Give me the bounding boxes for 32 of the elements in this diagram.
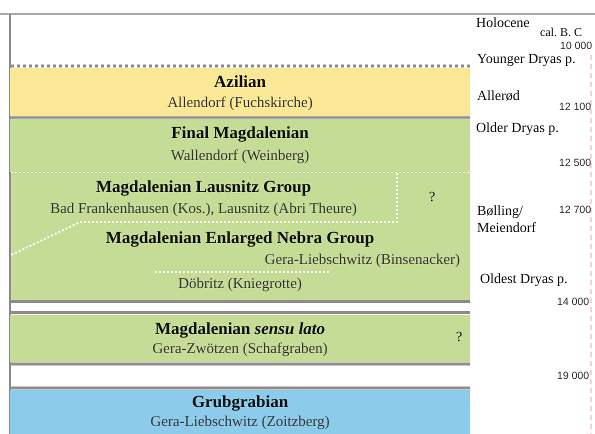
question-mark: ? (429, 190, 436, 206)
site-name: Gera-Liebschwitz (Binsenacker) (264, 252, 460, 269)
period-label: Allerød (477, 89, 520, 105)
date-label: 12 700 (559, 204, 592, 216)
site-name: Gera-Liebschwitz (Zoitzberg) (150, 414, 330, 431)
culture-heading: Grubgrabian (192, 392, 288, 412)
site-name: Döbritz (Kniegrotte) (178, 276, 302, 293)
culture-heading: Magdalenian Lausnitz Group (96, 177, 312, 197)
culture-heading: Magdalenian sensu lato (154, 319, 326, 339)
period-band (10, 119, 470, 172)
period-label: Holocene (476, 16, 530, 32)
site-name: Gera-Zwötzen (Schafgraben) (152, 341, 328, 358)
site-name: Bad Frankenhausen (Kos.), Lausnitz (Abri Theure) (50, 201, 357, 218)
period-label: Younger Dryas p. (477, 52, 576, 68)
period-band (10, 315, 470, 362)
period-label: Bølling/ Meiendorf (477, 203, 537, 237)
period-label: Older Dryas p. (476, 121, 559, 137)
culture-heading: Final Magdalenian (171, 123, 309, 143)
question-mark: ? (456, 330, 462, 346)
period-label: Oldest Dryas p. (480, 272, 568, 288)
period-band (10, 68, 470, 116)
date-label: 14 000 (557, 296, 590, 308)
date-label: 10 000 (560, 40, 592, 52)
date-label: 12 500 (559, 157, 592, 169)
date-label: 12 100 (559, 101, 592, 113)
culture-heading: Magdalenian Enlarged Nebra Group (106, 228, 374, 248)
period-band (10, 390, 470, 434)
site-name: Wallendorf (Weinberg) (170, 148, 310, 165)
site-name: Allendorf (Fuchskirche) (167, 95, 313, 112)
culture-heading: Azilian (214, 72, 266, 92)
date-label: 19 000 (557, 370, 590, 382)
axis-unit: cal. B. C (540, 25, 582, 40)
